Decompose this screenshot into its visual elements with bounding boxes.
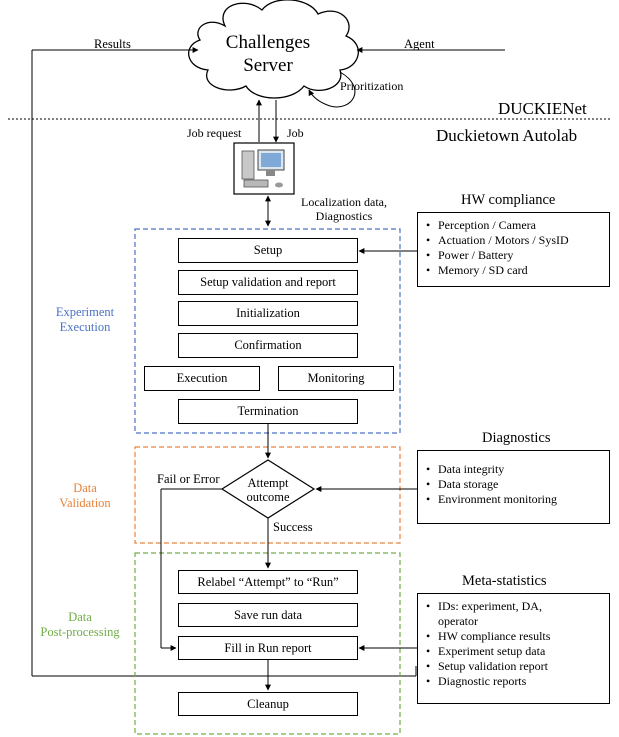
results-label: Results <box>94 37 131 51</box>
hw-compliance-panel: Perception / Camera Actuation / Motors /… <box>417 212 610 287</box>
job-label: Job <box>287 126 304 140</box>
job-request-label: Job request <box>187 126 242 140</box>
list-item-continuation: operator <box>438 614 478 628</box>
decision-line2: outcome <box>246 490 290 504</box>
computer-icon <box>233 142 295 195</box>
section-postprocessing-line2: Post-processing <box>40 625 120 639</box>
duckienet-label: DUCKIENet <box>498 99 587 118</box>
localization-line2: Diagnostics <box>315 209 373 223</box>
section-validation-line2: Validation <box>59 496 111 510</box>
list-item: Data storage <box>426 477 603 492</box>
list-item: Power / Battery <box>426 248 603 263</box>
prioritization-arrow <box>308 71 356 108</box>
challenges-server-label: Challenges Server <box>222 31 314 77</box>
results-loop-line <box>31 47 417 677</box>
decision-line1: Attempt <box>247 476 289 490</box>
step-monitoring: Monitoring <box>278 366 394 391</box>
fail-or-error-label: Fail or Error <box>157 472 220 486</box>
success-label: Success <box>273 520 313 534</box>
list-item: Actuation / Motors / SysID <box>426 233 603 248</box>
localization-label: Localization data, Diagnostics <box>290 195 398 223</box>
diagnostics-panel: Data integrity Data storage Environment … <box>417 450 610 524</box>
step-save-run: Save run data <box>178 603 358 627</box>
step-confirmation: Confirmation <box>178 333 358 358</box>
server-line1: Challenges <box>225 32 311 53</box>
list-item: Experiment setup data <box>426 644 603 659</box>
diagnostics-title: Diagnostics <box>482 430 551 446</box>
section-execution-line1: Experiment <box>55 305 115 319</box>
agent-label: Agent <box>404 37 435 51</box>
step-setup: Setup <box>178 238 358 263</box>
localization-line1: Localization data, <box>301 195 387 209</box>
list-item: HW compliance results <box>426 629 603 644</box>
meta-statistics-title: Meta-statistics <box>462 573 547 589</box>
server-line2: Server <box>243 55 293 76</box>
list-item: Data integrity <box>426 462 603 477</box>
attempt-outcome-label: Attempt outcome <box>228 476 308 504</box>
section-execution-label: Experiment Execution <box>40 305 130 335</box>
list-item: Setup validation report <box>426 659 603 674</box>
step-cleanup: Cleanup <box>178 692 358 716</box>
meta-statistics-panel: IDs: experiment, DA, operator HW complia… <box>417 593 610 704</box>
list-item: Perception / Camera <box>426 218 603 233</box>
cloud-icon <box>188 0 359 99</box>
step-execution: Execution <box>144 366 260 391</box>
step-termination: Termination <box>178 399 358 424</box>
step-initialization: Initialization <box>178 301 358 326</box>
hw-compliance-title: HW compliance <box>461 192 556 208</box>
section-validation-label: Data Validation <box>40 481 130 511</box>
step-fill-report: Fill in Run report <box>178 636 358 660</box>
section-execution-line2: Execution <box>59 320 111 334</box>
section-validation-line1: Data <box>73 481 97 495</box>
section-postprocessing-line1: Data <box>68 610 92 624</box>
step-setup-validation: Setup validation and report <box>178 270 358 295</box>
step-relabel: Relabel “Attempt” to “Run” <box>178 570 358 594</box>
list-item: IDs: experiment, DA, <box>426 599 603 614</box>
autolab-label: Duckietown Autolab <box>436 126 578 145</box>
fail-path <box>160 488 222 651</box>
list-item: Environment monitoring <box>426 492 603 507</box>
prioritization-label: Prioritization <box>340 79 404 93</box>
section-postprocessing-label: Data Post-processing <box>30 610 130 640</box>
list-item: Memory / SD card <box>426 263 603 278</box>
list-item: Diagnostic reports <box>426 674 603 689</box>
